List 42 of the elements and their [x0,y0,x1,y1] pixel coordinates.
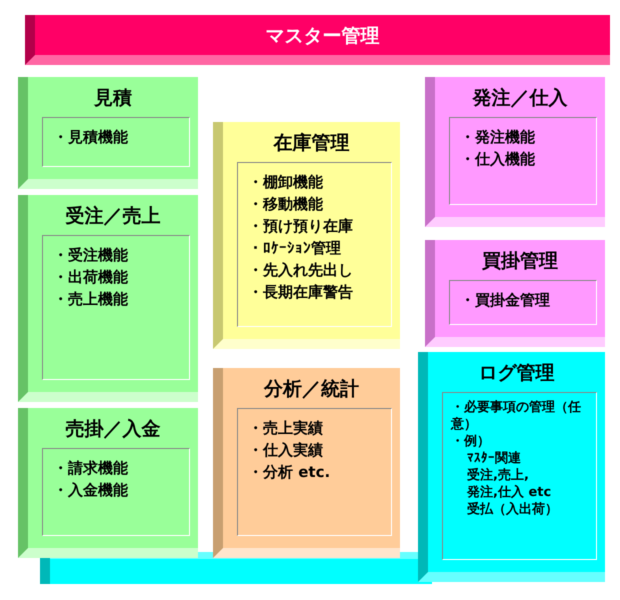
list-item: ・請求機能 [53,458,129,479]
banner-title: マスター管理 [264,24,380,49]
list-item: ﾏｽﾀｰ関連 [466,450,522,467]
module-card [213,368,400,558]
list-item: ・受注機能 [53,245,129,266]
module-card [18,408,198,558]
module-card [213,122,400,349]
module-card [425,77,605,227]
module-card [18,195,198,402]
module-card [418,352,605,582]
module-title: 買掛管理 [481,249,559,274]
module-title: 在庫管理 [272,131,350,156]
list-item: ・入金機能 [53,480,129,501]
list-item: ・例） [451,433,491,450]
header-banner [25,15,610,65]
list-item: ・仕入機能 [460,149,536,170]
module-card [425,240,605,347]
list-item: ・分析 etc. [248,462,332,483]
list-item: ・売上機能 [53,289,129,310]
module-title: 売掛／入金 [64,417,162,442]
list-item: ・先入れ先出し [248,260,354,281]
list-item: ・仕入実績 [248,440,324,461]
list-item: 受払（入出荷） [466,501,559,518]
module-title: 分析／統計 [262,377,360,402]
list-item: ・発注機能 [460,127,536,148]
module-title: ログ管理 [478,361,556,386]
module-title: 見積 [92,86,133,111]
list-item: ・ﾛｹｰｼｮﾝ管理 [248,238,342,259]
list-item: ・預け預り在庫 [248,216,354,237]
list-item: 発注,仕入 etc [466,484,552,501]
list-item: ・売上実績 [248,418,324,439]
list-item: ・長期在庫警告 [248,282,354,303]
list-item: ・必要事項の管理（任意） [451,399,582,433]
list-item: ・出荷機能 [53,267,129,288]
list-item: ・移動機能 [248,194,324,215]
list-item: 受注,売上, [466,467,530,484]
module-title: 発注／仕入 [471,86,568,111]
module-card [18,77,198,189]
list-item: ・買掛金管理 [460,290,551,311]
module-title: 受注／売上 [64,204,162,229]
list-item: ・棚卸機能 [248,172,324,193]
list-item: ・見積機能 [53,127,129,148]
